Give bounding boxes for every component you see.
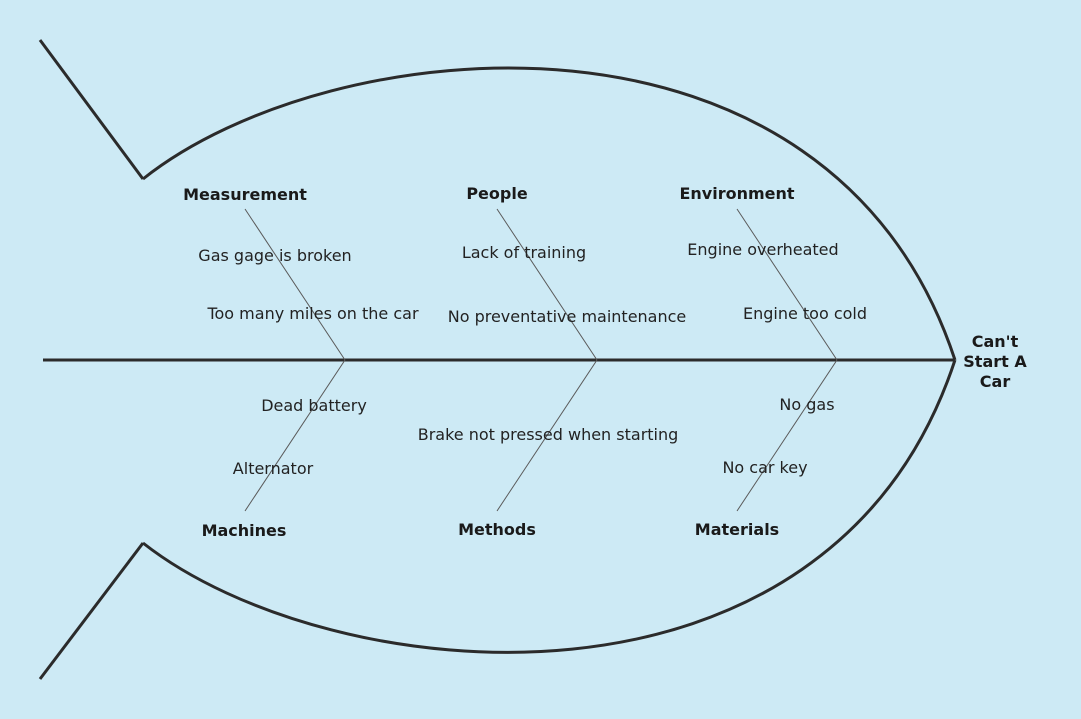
bone-people	[496, 208, 598, 361]
category-materials: Materials	[695, 520, 779, 539]
category-people: People	[466, 184, 528, 203]
category-methods: Methods	[458, 520, 536, 539]
cause-no-car-key: No car key	[722, 458, 807, 477]
cause-lack-of-training: Lack of training	[462, 243, 586, 262]
cause-too-many-miles: Too many miles on the car	[206, 304, 419, 323]
cause-brake-not-pressed: Brake not pressed when starting	[418, 425, 679, 444]
bone-methods	[496, 359, 598, 512]
category-measurement: Measurement	[183, 185, 307, 204]
cause-alternator: Alternator	[233, 459, 314, 478]
bone-machines	[244, 359, 346, 512]
bone-materials	[736, 359, 838, 512]
bone-measurement	[244, 208, 346, 361]
bone-environment	[736, 208, 838, 361]
fish-tail-upper	[38, 39, 145, 180]
cause-no-gas: No gas	[779, 395, 834, 414]
cause-gas-gage: Gas gage is broken	[198, 246, 351, 265]
fish-body-upper	[142, 66, 957, 361]
problem-statement: Can't Start A Car	[963, 332, 1027, 391]
cause-engine-too-cold: Engine too cold	[743, 304, 867, 323]
fish-tail-lower	[38, 542, 145, 680]
cause-dead-battery: Dead battery	[261, 396, 367, 415]
category-machines: Machines	[202, 521, 287, 540]
cause-no-preventative-maintenance: No preventative maintenance	[448, 307, 687, 326]
cause-engine-overheated: Engine overheated	[687, 240, 838, 259]
category-environment: Environment	[679, 184, 794, 203]
fish-body-lower	[142, 359, 957, 654]
